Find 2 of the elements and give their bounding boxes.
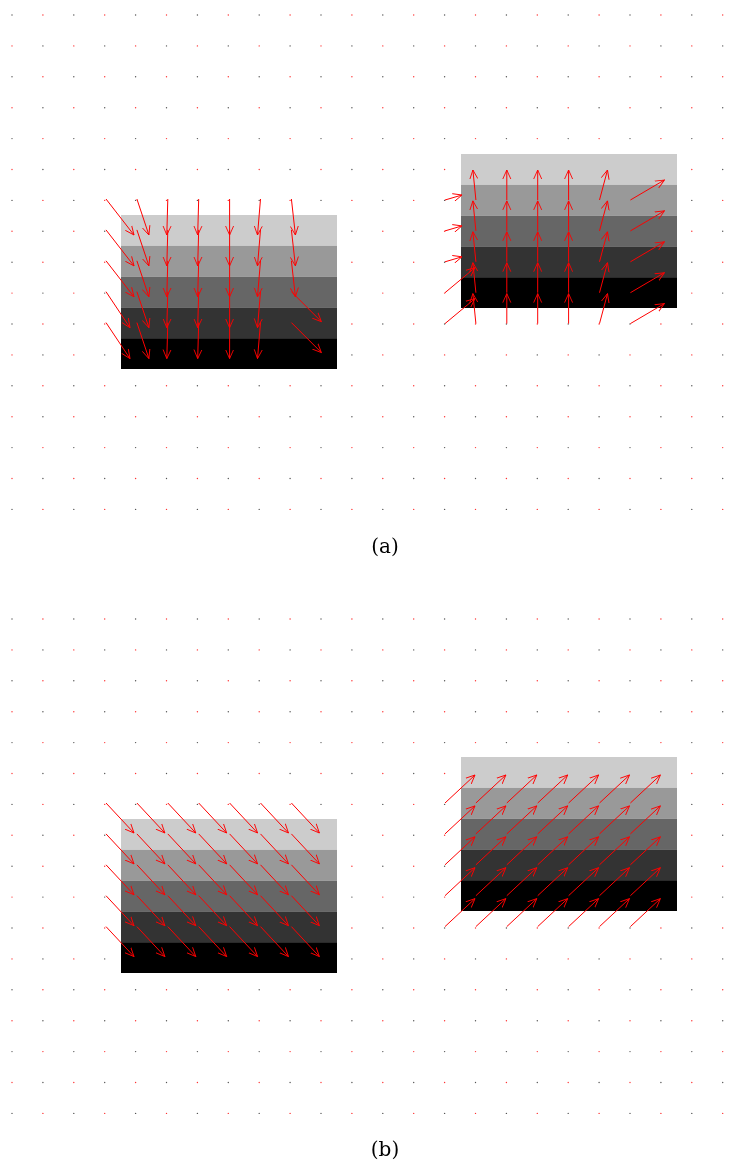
panel-label: (a) [370, 534, 400, 558]
panel-label: (b) [369, 1137, 401, 1161]
